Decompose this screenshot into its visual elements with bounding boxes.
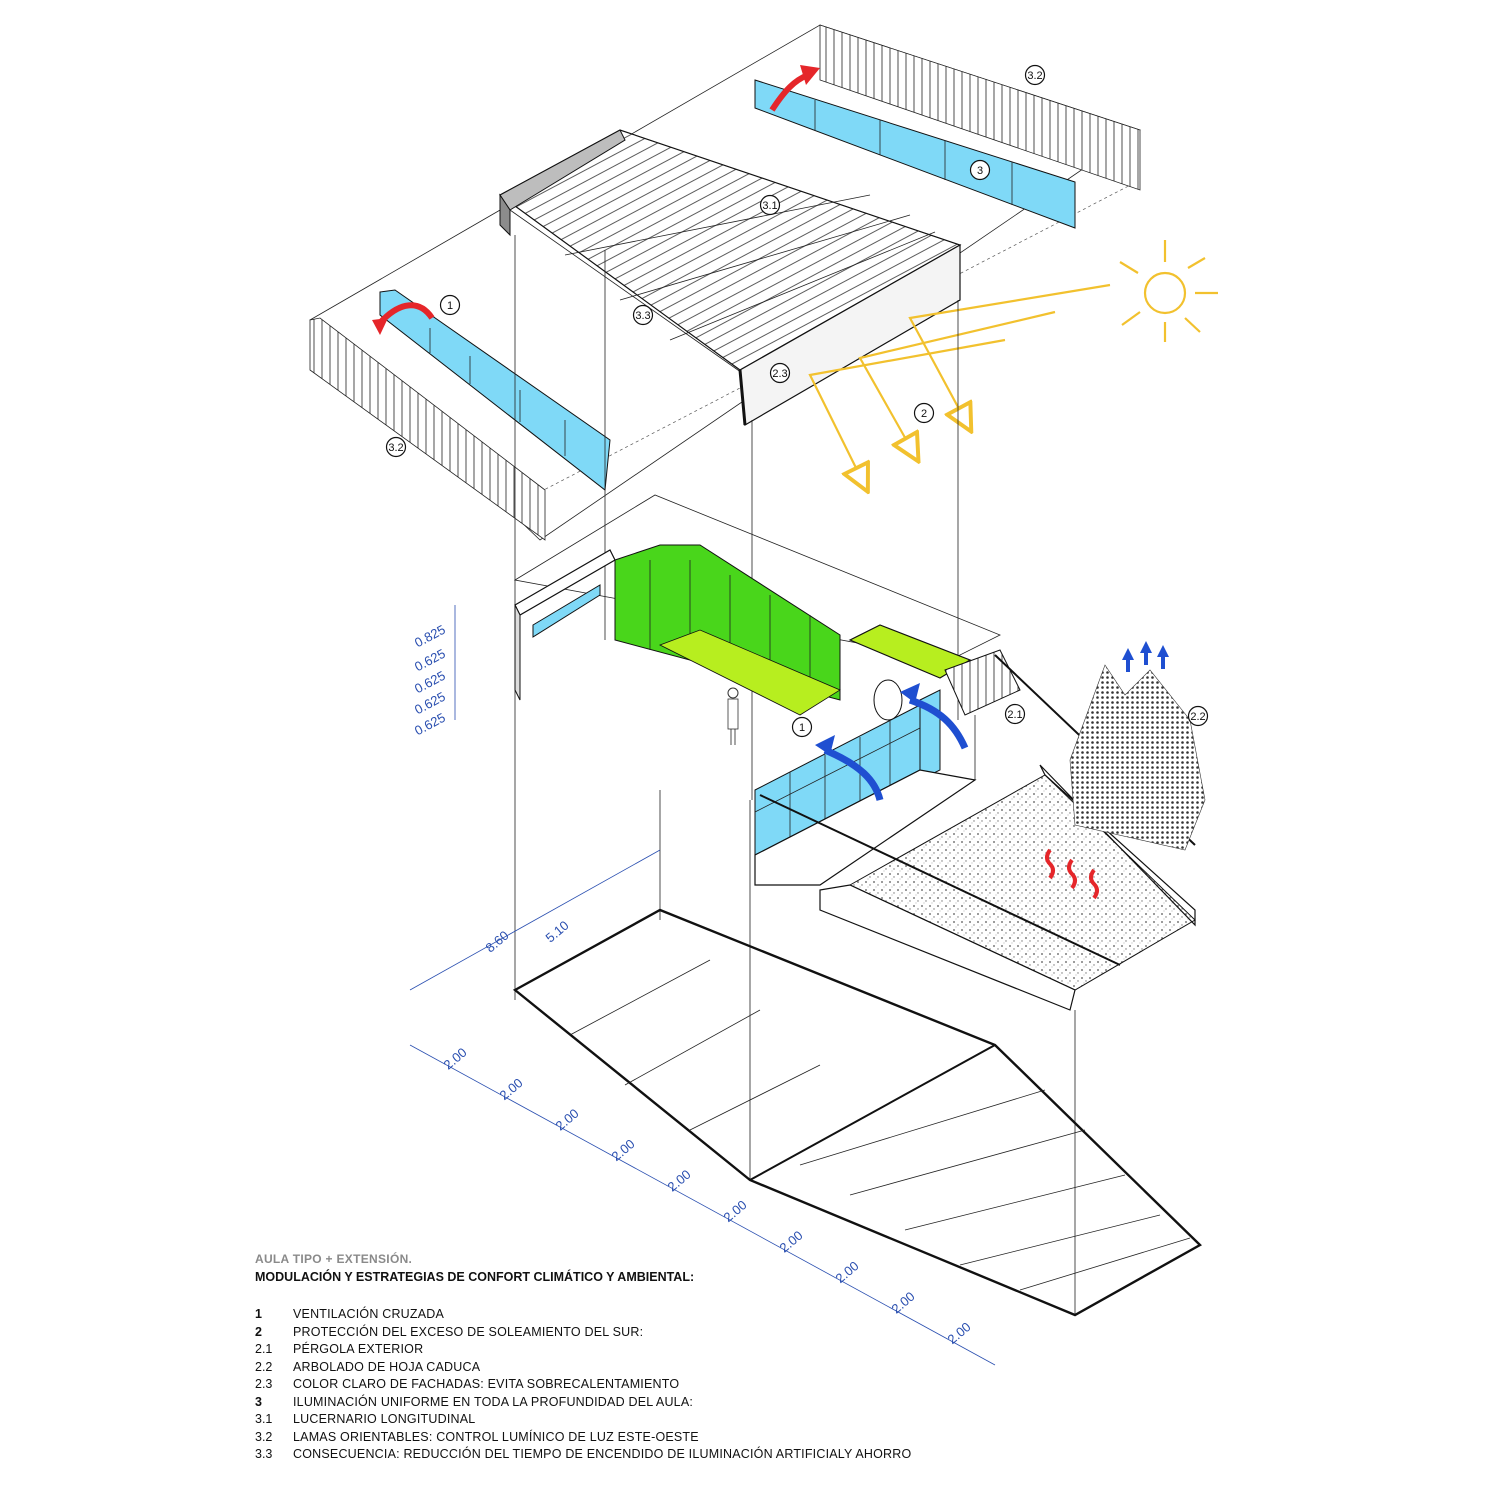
callout-c21: 2.1: [1004, 703, 1026, 725]
louvres-left: [309, 317, 546, 541]
projection-lines: [514, 235, 1076, 1315]
callouts: 1 2 3 3.1 3.2 3.2 3.3 2.3 1 2.1 2.2: [385, 64, 1209, 738]
callout-label: 3.1: [762, 200, 777, 212]
callout-label: 1: [799, 722, 805, 734]
sun-ray: [908, 283, 1111, 420]
callout-c3_glazing: 3: [969, 159, 991, 181]
cool-air-arrow: [908, 696, 969, 750]
legend-item: 3.1 LUCERNARIO LONGITUDINAL: [255, 1411, 955, 1429]
legend-item: 3.3 CONSECUENCIA: REDUCCIÓN DEL TIEMPO DE…: [255, 1446, 955, 1464]
legend-item-text: ILUMINACIÓN UNIFORME EN TODA LA PROFUNDI…: [293, 1394, 694, 1409]
glazing-left: [379, 289, 611, 491]
legend-title: AULA TIPO + EXTENSIÓN.: [255, 1252, 413, 1266]
legend-item: 3.2 LAMAS ORIENTABLES: CONTROL LUMÍNICO D…: [255, 1429, 955, 1447]
legend-item: 2.2 ARBOLADO DE HOJA CADUCA: [255, 1359, 955, 1377]
callout-c32_left: 3.2: [385, 436, 407, 458]
dimension-label: 0.825: [412, 622, 448, 651]
callout-label: 2.1: [1007, 709, 1022, 721]
green-wall: [614, 544, 841, 701]
callout-c31_skylight: 3.1: [759, 194, 781, 216]
dimension-label: 5.10: [543, 918, 572, 946]
callout-label: 2.2: [1190, 711, 1205, 723]
legend-item-number: 3: [255, 1394, 262, 1409]
callout-c1_room: 1: [791, 716, 813, 738]
legend-item: 3 ILUMINACIÓN UNIFORME EN TODA LA PROFUND…: [255, 1394, 955, 1412]
ground-plan: [512, 908, 1202, 1317]
dimension-label: 2.00: [721, 1197, 750, 1225]
deciduous-tree: [1069, 664, 1206, 851]
legend-item-text: ARBOLADO DE HOJA CADUCA: [293, 1359, 481, 1374]
legend-item: 2 PROTECCIÓN DEL EXCESO DE SOLEAMIENTO DE…: [255, 1324, 955, 1342]
callout-c32_right: 3.2: [1024, 64, 1046, 86]
legend-item: 2.1 PÉRGOLA EXTERIOR: [255, 1341, 955, 1359]
heat-arrow: [1067, 858, 1077, 890]
dimension-label: 2.00: [497, 1075, 526, 1103]
glazing-right: [754, 79, 1076, 229]
legend-item-number: 3.2: [255, 1429, 273, 1444]
green-floor: [659, 629, 841, 716]
louvres-right: [819, 24, 1141, 191]
classroom-level: [513, 494, 1206, 1011]
legend-item-number: 3.3: [255, 1447, 273, 1461]
callout-label: 3.2: [388, 442, 403, 454]
person-figure: [727, 687, 739, 745]
legend-item-text: LUCERNARIO LONGITUDINAL: [293, 1412, 476, 1426]
heat-arrow: [1089, 868, 1099, 900]
callout-c33: 3.3: [632, 304, 654, 326]
legend-item-number: 1: [255, 1307, 262, 1321]
legend-item-text: LAMAS ORIENTABLES: CONTROL LUMÍNICO DE L…: [293, 1429, 699, 1444]
dimension-label: 2.00: [609, 1136, 638, 1164]
heat-arrow: [1045, 848, 1055, 880]
sun-ray: [808, 338, 1006, 480]
callout-c23: 2.3: [769, 362, 791, 384]
dimension-label: 2.00: [665, 1167, 694, 1195]
callout-label: 3: [977, 165, 983, 177]
legend-list: 1 VENTILACIÓN CRUZADA 2 PROTECCIÓN DEL EXCE…: [255, 1306, 955, 1464]
roof-level: [309, 24, 1141, 541]
cool-air-arrow: [823, 746, 884, 801]
legend-item-text: PROTECCIÓN DEL EXCESO DE SOLEAMIENTO DEL…: [293, 1324, 644, 1339]
legend-item: 2.3 COLOR CLARO DE FACHADAS: EVITA SOBREC…: [255, 1376, 955, 1394]
skylight-roof: [498, 129, 962, 426]
legend-item-text: COLOR CLARO DE FACHADAS: EVITA SOBRECALE…: [293, 1377, 680, 1391]
dimension-label: 2.00: [553, 1106, 582, 1134]
legend-item-number: 2.2: [255, 1359, 273, 1374]
callout-c1_roof: 1: [439, 294, 461, 316]
legend-item: 1 VENTILACIÓN CRUZADA: [255, 1306, 955, 1324]
sun-ray: [858, 310, 1056, 450]
legend-item-text: CONSECUENCIA: REDUCCIÓN DEL TIEMPO DE EN…: [293, 1447, 912, 1461]
dimension-label: 2.00: [441, 1045, 470, 1073]
legend: AULA TIPO + EXTENSIÓN. MODULACIÓN Y ESTR…: [255, 1252, 955, 1464]
dimension-label: 8.60: [483, 928, 512, 956]
callout-label: 2: [921, 408, 927, 420]
legend-item-number: 3.1: [255, 1412, 273, 1426]
legend-subtitle: MODULACIÓN Y ESTRATEGIAS DE CONFORT CLIM…: [255, 1270, 695, 1284]
callout-c2_sun: 2: [913, 402, 935, 424]
legend-item-text: PÉRGOLA EXTERIOR: [293, 1342, 424, 1356]
legend-item-text: VENTILACIÓN CRUZADA: [293, 1307, 445, 1321]
callout-label: 1: [447, 300, 453, 312]
legend-item-number: 2.1: [255, 1342, 273, 1356]
dimension-label: 0.625: [412, 646, 448, 675]
callout-label: 3.2: [1027, 70, 1042, 82]
legend-item-number: 2.3: [255, 1377, 273, 1391]
callout-label: 3.3: [635, 310, 650, 322]
callout-label: 2.3: [772, 368, 787, 380]
callout-c22: 2.2: [1187, 705, 1209, 727]
legend-item-number: 2: [255, 1324, 262, 1339]
sun-icon: [808, 240, 1218, 480]
dimension-lines: [409, 605, 996, 1366]
